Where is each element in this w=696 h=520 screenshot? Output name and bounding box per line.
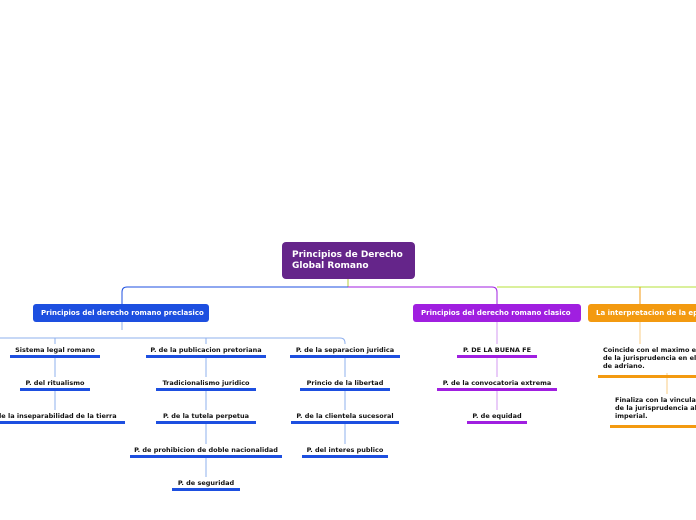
connector-root-to-preclasico: [121, 286, 348, 304]
branch-clasico-label: Principios del derecho romano clasico: [421, 309, 571, 317]
topic-label: P. de la separacion juridica: [295, 346, 395, 354]
topic-label: P. de seguridad: [177, 479, 235, 487]
branch-preclasico[interactable]: Principios del derecho romano preclasico: [33, 304, 209, 322]
topic-label: P. del ritualismo: [25, 379, 85, 387]
topic-label: P. de la convocatoria extrema: [442, 379, 552, 387]
topic-inseparabilidad[interactable]: P. de la inseparabilidad de la tierra: [0, 412, 125, 424]
topic-libertad[interactable]: Princio de la libertad: [300, 379, 390, 391]
topic-convocatoria-extrema[interactable]: P. de la convocatoria extrema: [437, 379, 557, 391]
branch-preclasico-label: Principios del derecho romano preclasico: [41, 309, 204, 317]
topic-label: Sistema legal romano: [15, 346, 95, 354]
topic-tradicionalismo[interactable]: Tradicionalismo juridico: [156, 379, 256, 391]
topic-label: P. del interes publico: [306, 446, 384, 454]
root-topic-label: Principios de Derecho Global Romano: [292, 250, 403, 271]
topic-interes-publico[interactable]: P. del interes publico: [302, 446, 388, 458]
topic-line: de adriano.: [603, 362, 645, 370]
topic-label: P. de prohibicion de doble nacionalidad: [134, 446, 278, 454]
topic-ritualismo[interactable]: P. del ritualismo: [20, 379, 90, 391]
topic-line: Finaliza con la vinculacion: [615, 396, 696, 404]
connector-preclasico-children: [0, 322, 346, 344]
topic-separacion-juridica[interactable]: P. de la separacion juridica: [290, 346, 400, 358]
connector-root-to-clasico: [348, 286, 498, 304]
topic-doble-nacionalidad[interactable]: P. de prohibicion de doble nacionalidad: [130, 446, 282, 458]
topic-label: P. de equidad: [472, 412, 522, 420]
topic-clientela-sucesoral[interactable]: P. de la clientela sucesoral: [291, 412, 399, 424]
root-topic[interactable]: Principios de Derecho Global Romano: [282, 242, 415, 279]
topic-label: Tradicionalismo juridico: [162, 379, 250, 387]
topic-maximo-esplendor[interactable]: Coincide con el maximo esplendor de la j…: [598, 346, 696, 378]
topic-label: P. de la clientela sucesoral: [296, 412, 394, 420]
topic-buena-fe[interactable]: P. DE LA BUENA FE: [457, 346, 537, 358]
topic-label: Princio de la libertad: [306, 379, 384, 387]
topic-tutela-perpetua[interactable]: P. de la tutela perpetua: [156, 412, 256, 424]
topic-publicacion-pretoriana[interactable]: P. de la publicacion pretoriana: [146, 346, 266, 358]
topic-line: Coincide con el maximo esplendor: [603, 346, 696, 354]
topic-sistema-legal[interactable]: Sistema legal romano: [10, 346, 100, 358]
topic-seguridad[interactable]: P. de seguridad: [172, 479, 240, 491]
topic-vinculacion[interactable]: Finaliza con la vinculacion de la jurisp…: [610, 396, 696, 428]
topic-label: P. DE LA BUENA FE: [462, 346, 532, 354]
topic-line: de la jurisprudencia al aparato: [615, 404, 696, 412]
branch-clasico[interactable]: Principios del derecho romano clasico: [413, 304, 581, 322]
topic-label: P. de la tutela perpetua: [162, 412, 250, 420]
topic-line: de la jurisprudencia en el principado: [603, 354, 696, 362]
branch-interpretacion[interactable]: La interpretacion de la epoca: [588, 304, 696, 322]
topic-equidad[interactable]: P. de equidad: [467, 412, 527, 424]
topic-label: P. de la publicacion pretoriana: [150, 346, 262, 354]
branch-interpretacion-label: La interpretacion de la epoca: [596, 309, 696, 317]
topic-label: P. de la inseparabilidad de la tierra: [0, 412, 117, 420]
topic-line: imperial.: [615, 412, 648, 420]
